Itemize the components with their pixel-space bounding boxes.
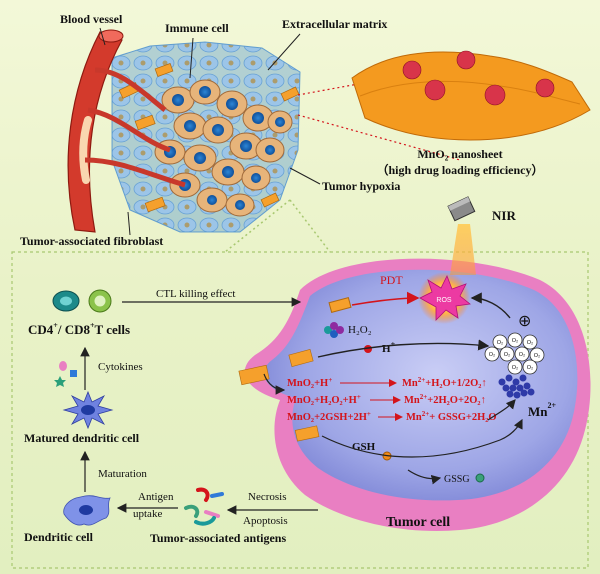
o2-text: O₂ (527, 340, 533, 346)
h2o2-label: H₂O₂ (348, 324, 372, 336)
dendritic-cell-icon (63, 495, 111, 526)
gssg-icon (475, 473, 485, 483)
tumor-cell-label: Tumor cell (386, 515, 450, 530)
immune-cell-pointer (189, 37, 194, 79)
nir-laser-illustration (447, 196, 476, 275)
apoptosis-label: Apoptosis (243, 515, 288, 527)
reaction-1-right: Mn2++H₂O+1/2O₂↑ (402, 376, 487, 389)
blood-vessel-pointer (99, 27, 106, 46)
necrosis-label: Necrosis (248, 491, 287, 503)
h-plus-dot (364, 345, 372, 353)
reaction-entry-arrow (263, 373, 286, 395)
cytokine-icons (54, 361, 77, 387)
reaction-2-right: Mn2++2H₂O+2O₂↑ (404, 393, 486, 406)
tumor-hypoxia-label: Tumor hypoxia (322, 179, 400, 193)
o2-text: O₂ (519, 352, 525, 358)
o2-text: O₂ (512, 365, 518, 371)
o2-text: O₂ (497, 340, 503, 346)
mno2-nanosheet-illustration (351, 50, 591, 141)
fibroblast-pointer (127, 211, 131, 236)
zoom-line-left (224, 199, 291, 253)
drug-particles (402, 50, 555, 106)
t-cells-label: CD4+/ CD8+T cells (28, 321, 130, 337)
ros-burst (418, 272, 471, 324)
zoom-line-bottom (297, 114, 461, 161)
pdt-arrow (351, 291, 420, 306)
reaction-2-left: MnO₂+H₂O₂+H+ (287, 393, 361, 406)
maturation-label: Maturation (98, 468, 147, 480)
fibroblast-label: Tumor-associated fibroblast (20, 234, 163, 248)
tumor-cell-cluster (154, 79, 293, 217)
fibroblast-group (118, 63, 300, 213)
nanosheet-icon-pdt (328, 296, 352, 314)
immune-cell-label: Immune cell (165, 21, 229, 35)
o2-text: O₂ (512, 338, 518, 344)
o2-text: O₂ (489, 352, 495, 358)
extracellular-matrix-label: Extracellular matrix (282, 17, 387, 31)
dendritic-cell-label: Dendritic cell (24, 530, 94, 544)
o2-text: O₂ (504, 352, 510, 358)
matured-dendritic-cell-label: Matured dendritic cell (24, 431, 140, 445)
matured-dendritic-cell-icon (62, 390, 114, 430)
gsh-arrow (321, 418, 523, 458)
gssg-label: GSSG (444, 474, 470, 485)
gssg-arrow (407, 469, 442, 485)
matrix-pointer (267, 33, 301, 71)
ros-label: ROS (436, 297, 452, 304)
zoom-line-right (289, 199, 331, 253)
o2-bubbles: O₂ O₂ O₂ O₂ O₂ O₂ O₂ O₂ O₂ (484, 332, 545, 375)
nir-label: NIR (492, 208, 516, 223)
nanosheet-icons (238, 348, 320, 442)
o2-text: O₂ (534, 353, 540, 359)
blood-vessel-label: Blood vessel (60, 12, 123, 26)
reaction-3-right: Mn2++ GSSG+2H₂O (406, 410, 497, 423)
blood-vessel (67, 29, 186, 233)
h-plus-arrow (317, 339, 490, 358)
o2-to-ros-arrow (470, 292, 511, 319)
to-mn-arrow (487, 399, 516, 421)
mn-ion-cluster (498, 374, 535, 399)
reaction-list: MnO₂+H+ Mn2++H₂O+1/2O₂↑ MnO₂+H₂O₂+H+ Mn2… (287, 376, 497, 423)
tumor-antigen-fragments (184, 487, 224, 526)
h2o2-molecule-icon (324, 322, 344, 338)
o2-text: O₂ (527, 365, 533, 371)
reaction-1-left: MnO₂+H+ (287, 376, 332, 389)
t-cell-icons (52, 289, 112, 313)
uptake-label: uptake (133, 508, 162, 520)
zoom-line-top (297, 79, 381, 96)
hypoxia-pointer (289, 167, 321, 185)
pdt-label: PDT (380, 273, 403, 287)
ctl-killing-label: CTL killing effect (156, 288, 235, 300)
circle-plus-icon: ⊕ (518, 313, 531, 330)
cytokines-label: Cytokines (98, 361, 143, 373)
tumor-tissue (111, 41, 301, 233)
drug-loading-label: （high drug loading efficiency） (376, 162, 543, 177)
mn-ion-label: Mn2+ (528, 401, 557, 419)
reaction-3-left: MnO₂+2GSH+2H+ (287, 410, 371, 423)
nanosheet-label: MnO₂ nanosheet (417, 147, 502, 161)
tumor-antigens-label: Tumor-associated antigens (150, 531, 286, 545)
antigen-label: Antigen (138, 491, 174, 503)
